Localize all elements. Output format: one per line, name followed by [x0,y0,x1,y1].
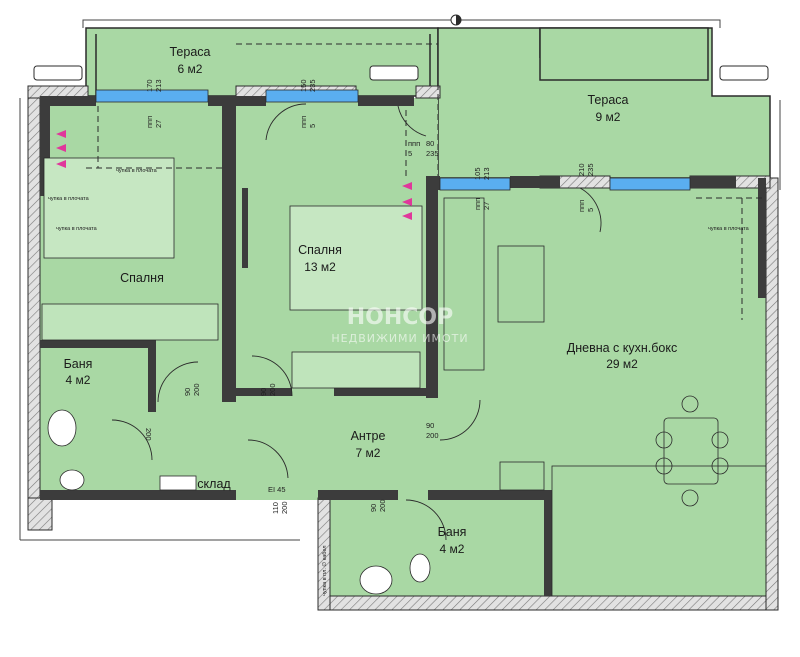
room-terrace-2-name: Тераса [588,93,629,107]
room-terrace-2-area: 9 м2 [596,110,621,124]
dim-1b: 213 [154,79,163,92]
room-hallway-area: 7 м2 [356,446,381,460]
room-bathroom-1-area: 4 м2 [66,373,91,387]
dim-13b: 200 [426,431,439,440]
site-outline [19,19,781,541]
dashed-lines [86,43,766,320]
dim-11b: 200 [192,383,201,396]
notes: чупка в плочата чупка в плочата чупка в … [48,168,750,596]
dim-17b: 200 [280,501,289,514]
room-terrace-1-area: 6 м2 [178,62,203,76]
room-bedroom-1-name: Спалня [120,271,164,285]
note-slab-1: чупка в плочата [116,168,158,174]
dim-7b: 213 [482,167,491,180]
room-bedroom-2-name: Спалня [298,243,342,257]
note-slab-3: чупка в плочата [708,226,750,232]
dim-2a: ппп [145,116,154,128]
pink-arrows [56,130,412,220]
room-hallway-name: Антре [351,429,386,443]
room-bathroom-2-name: Баня [438,525,467,539]
ac-units [33,65,769,81]
dim-9a: 210 [577,163,586,176]
dim-12b: 200 [268,383,277,396]
room-terrace-1-name: Тераса [170,45,211,59]
room-living-area: 29 м2 [606,357,638,371]
dim-10b: 5 [586,208,595,212]
room-bathroom-1-name: Баня [64,357,93,371]
dim-14a: 90 [369,504,378,512]
dim-9b: 235 [586,163,595,176]
wardrobes [41,303,421,389]
dim-4b: 5 [308,124,317,128]
dim-4a: ппп [299,116,308,128]
north-marker-icon [450,14,462,26]
dim-12a: 90 [259,388,268,396]
note-cable: чупка в пл. ∅ кабел [321,546,328,596]
windows [95,89,691,191]
dim-13a: 90 [426,421,434,430]
dim-5b: 235 [426,149,439,158]
dimension-labels: 170 213 ппп 27 150 235 ппп 5 80 235 ппп … [144,79,595,514]
watermark-subtitle: НЕДВИЖИМИ ИМОТИ [331,332,468,345]
dim-11a: 90 [183,388,192,396]
dim-2b: 27 [154,120,163,128]
living-furniture [443,197,767,597]
note-slab-4: чупка в плочата [48,196,90,202]
dim-3a: 150 [299,79,308,92]
dim-15: 200 [144,428,153,441]
door-swings [111,103,602,541]
dim-16: EI 45 [268,485,286,494]
room-bathroom-2-area: 4 м2 [440,542,465,556]
dim-3b: 235 [308,79,317,92]
dim-6a: ппп [408,139,420,148]
bathroom-fixtures [47,409,431,595]
watermark-logo: НОНСОР [347,305,454,330]
room-bedroom-2-area: 13 м2 [304,260,336,274]
dim-8b: 27 [482,202,491,210]
dim-17a: 110 [271,502,280,514]
walls [40,96,766,596]
dim-1a: 170 [145,79,154,92]
room-storage-name: склад [197,477,231,491]
note-slab-2: чупка в плочата [56,226,98,232]
dim-14b: 200 [378,499,387,512]
room-living-name: Дневна с кухн.бокс [567,341,677,355]
dim-5a: 80 [426,139,434,148]
dim-8a: ппп [473,198,482,210]
dim-10a: ппп [577,200,586,212]
beds [43,157,423,311]
dim-6b: 5 [408,149,412,158]
dim-7a: 105 [473,167,482,180]
